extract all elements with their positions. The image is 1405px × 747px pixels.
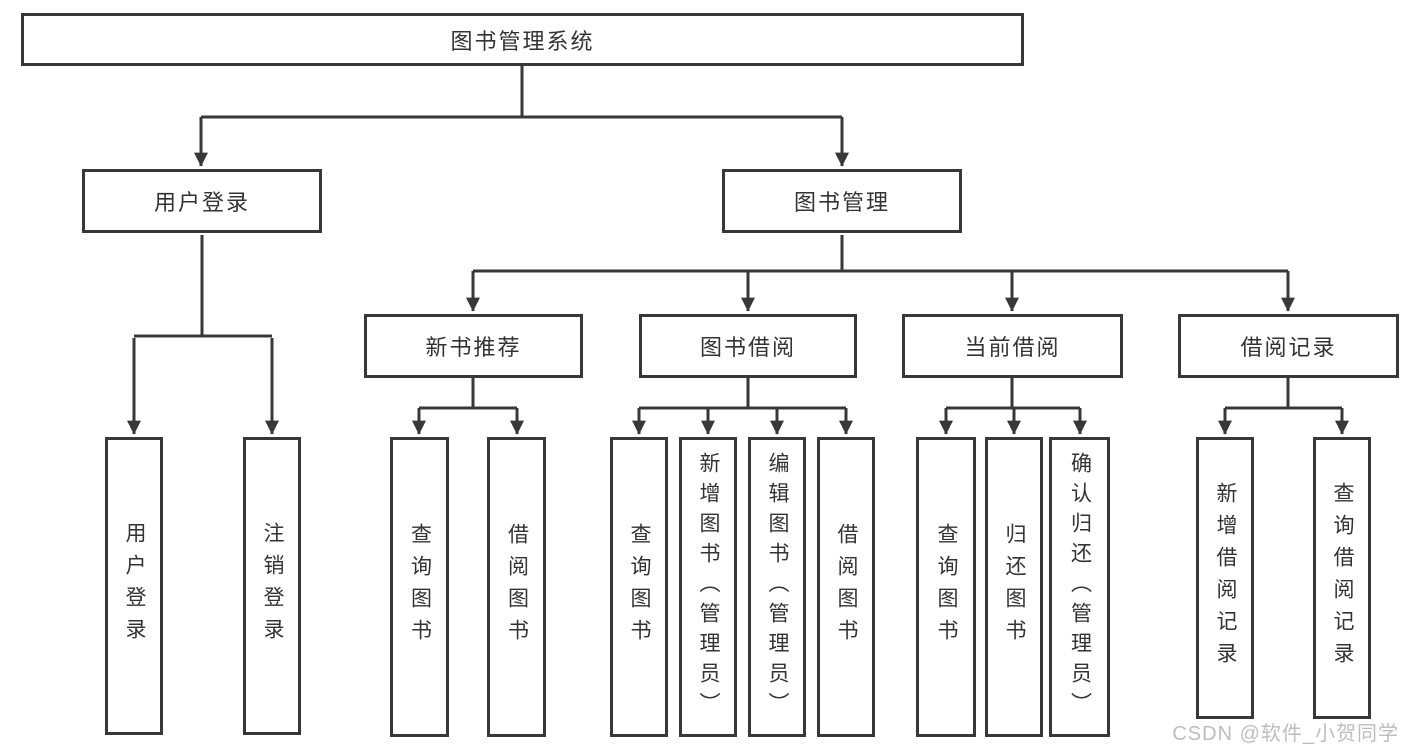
node-current-borrowing: 当前借阅 bbox=[902, 314, 1123, 378]
node-borrowing-records: 借阅记录 bbox=[1178, 314, 1399, 378]
leaf-return-books: 归还图书 bbox=[985, 437, 1043, 737]
leaf-query-borrow-record-label: 查询借阅记录 bbox=[1331, 482, 1355, 674]
leaf-query-books-recommend: 查询图书 bbox=[390, 437, 449, 737]
leaf-user-login-label: 用户登录 bbox=[123, 522, 147, 650]
node-book-borrowing: 图书借阅 bbox=[639, 314, 857, 378]
leaf-borrow-books-label: 借阅图书 bbox=[835, 523, 859, 651]
node-new-book-recommendation: 新书推荐 bbox=[364, 314, 583, 378]
leaf-edit-book-admin: 编辑图书（管理员） bbox=[748, 437, 806, 737]
leaf-borrow-books: 借阅图书 bbox=[817, 437, 875, 737]
leaf-return-books-label: 归还图书 bbox=[1003, 523, 1027, 651]
leaf-query-books-recommend-label: 查询图书 bbox=[408, 523, 432, 651]
leaf-confirm-return-admin-label: 确认归还（管理员） bbox=[1068, 452, 1092, 722]
node-library-system: 图书管理系统 bbox=[21, 13, 1024, 66]
leaf-confirm-return-admin: 确认归还（管理员） bbox=[1049, 437, 1110, 737]
leaf-borrow-books-recommend: 借阅图书 bbox=[487, 437, 546, 737]
leaf-query-books-borrow-label: 查询图书 bbox=[628, 523, 652, 651]
node-book-management: 图书管理 bbox=[722, 169, 962, 233]
leaf-edit-book-admin-label: 编辑图书（管理员） bbox=[766, 452, 790, 722]
leaf-query-books-current: 查询图书 bbox=[916, 437, 976, 737]
leaf-user-login: 用户登录 bbox=[105, 437, 163, 735]
leaf-add-book-admin: 新增图书（管理员） bbox=[679, 437, 737, 737]
leaf-query-borrow-record: 查询借阅记录 bbox=[1313, 437, 1371, 719]
leaf-query-books-current-label: 查询图书 bbox=[935, 523, 959, 651]
leaf-logout-label: 注销登录 bbox=[261, 522, 285, 650]
leaf-add-borrow-record: 新增借阅记录 bbox=[1196, 437, 1254, 719]
csdn-watermark: CSDN @软件_小贺同学 bbox=[1172, 723, 1399, 745]
leaf-logout: 注销登录 bbox=[243, 437, 301, 735]
leaf-add-book-admin-label: 新增图书（管理员） bbox=[697, 452, 721, 722]
leaf-borrow-books-recommend-label: 借阅图书 bbox=[505, 523, 529, 651]
leaf-query-books-borrow: 查询图书 bbox=[610, 437, 668, 737]
node-user-login: 用户登录 bbox=[82, 169, 322, 233]
leaf-add-borrow-record-label: 新增借阅记录 bbox=[1214, 482, 1238, 674]
